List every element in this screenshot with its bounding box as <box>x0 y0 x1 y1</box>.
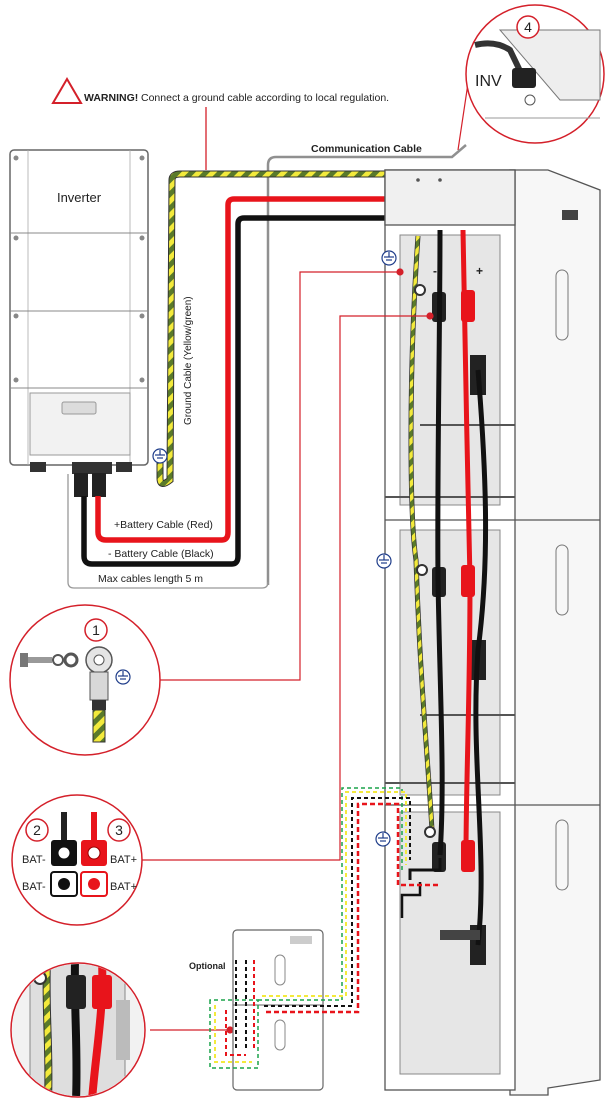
inv-label: INV <box>475 73 502 90</box>
battery-pos-label: +Battery Cable (Red) <box>114 519 213 531</box>
warning-icon <box>51 77 83 104</box>
step-2-number: 2 <box>33 822 41 838</box>
battery-tower: - + <box>384 169 601 1096</box>
step-3-number: 3 <box>115 822 123 838</box>
callout-2-3: 2 3 BAT- BAT- BAT+ BAT+ <box>11 794 143 926</box>
optional-label: Optional <box>189 961 226 971</box>
battery-neg-label: - Battery Cable (Black) <box>108 548 214 560</box>
bat-minus-bottom: BAT- <box>22 881 46 893</box>
callout-1: 1 <box>9 604 161 756</box>
inverter: Inverter <box>9 149 149 497</box>
warning-text: Connect a ground cable according to loca… <box>141 92 389 104</box>
communication-cable-label: Communication Cable <box>311 143 422 155</box>
ground-icon <box>375 831 391 847</box>
ground-cable-label: Ground Cable (Yellow/green) <box>183 296 194 425</box>
ground-icon <box>115 669 131 685</box>
step-1-number: 1 <box>92 622 100 638</box>
callout-zoom <box>10 962 146 1098</box>
warning-note: WARNING! Connect a ground cable accordin… <box>51 77 389 170</box>
step-4-number: 4 <box>524 19 532 35</box>
ground-icon <box>376 553 392 569</box>
ground-icon <box>381 250 397 266</box>
optional-battery: Optional <box>189 787 440 1091</box>
max-length-label: Max cables length 5 m <box>98 573 203 585</box>
bat-plus-top: BAT+ <box>110 854 137 866</box>
ground-icon <box>152 448 168 464</box>
logo-icon <box>61 401 97 415</box>
battery-cables <box>67 170 392 589</box>
bat-minus-top: BAT- <box>22 854 46 866</box>
bat-plus-bottom: BAT+ <box>110 881 137 893</box>
inverter-label: Inverter <box>57 190 102 205</box>
warning-label: WARNING! <box>84 92 138 104</box>
communication-cable: Communication Cable <box>266 69 471 585</box>
plus-label: + <box>476 264 483 278</box>
callout-4: INV 4 <box>465 4 605 144</box>
callout-leaders <box>140 268 434 1034</box>
minus-label: - <box>433 264 437 278</box>
